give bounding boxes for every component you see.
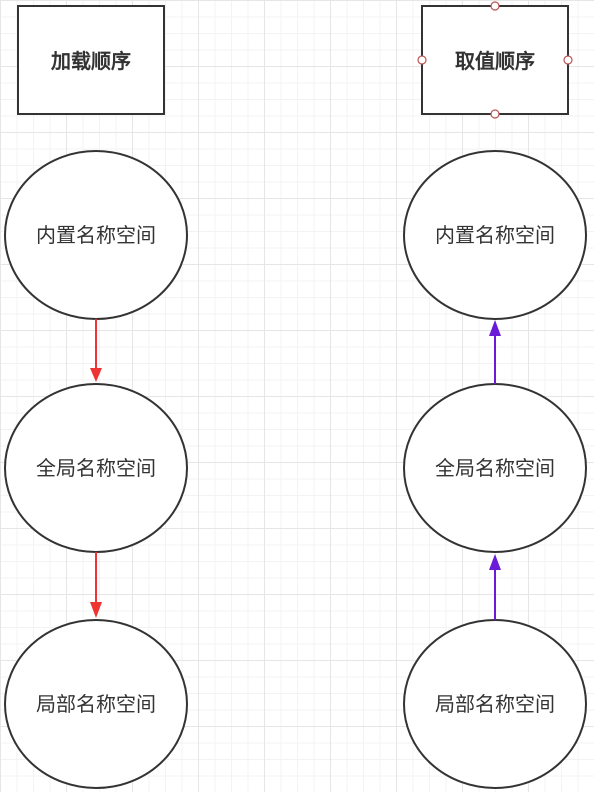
lookup-order-header-label: 取值顺序 (455, 49, 535, 73)
load-order-header-label: 加载顺序 (50, 49, 131, 73)
lookup-node-builtin[interactable] (403, 150, 587, 320)
selection-handle-bottom[interactable] (490, 109, 500, 119)
lookup-order-header-box[interactable] (421, 5, 569, 115)
selection-handle-left[interactable] (417, 55, 427, 65)
lookup-node-builtin-label: 内置名称空间 (435, 223, 555, 247)
load-arrow-builtin-to-global[interactable] (90, 319, 102, 382)
load-node-local[interactable] (4, 619, 188, 789)
load-order-header-box[interactable] (17, 5, 165, 115)
load-node-global-label: 全局名称空间 (36, 456, 156, 480)
lookup-node-local-label: 局部名称空间 (435, 692, 555, 716)
selection-handle-right[interactable] (563, 55, 573, 65)
load-node-builtin-label: 内置名称空间 (36, 223, 156, 247)
load-arrow-global-to-local[interactable] (90, 552, 102, 618)
lookup-node-global-label: 全局名称空间 (435, 456, 555, 480)
selection-handle-top[interactable] (490, 1, 500, 11)
lookup-arrow-local-to-global[interactable] (489, 554, 501, 620)
lookup-arrow-global-to-builtin[interactable] (489, 320, 501, 384)
load-node-local-label: 局部名称空间 (36, 692, 156, 716)
